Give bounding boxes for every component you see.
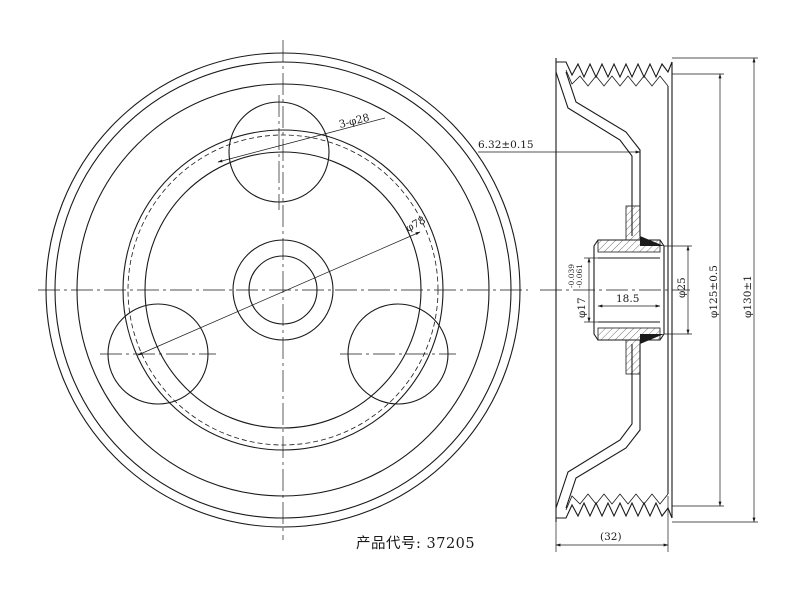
holes-dim-line xyxy=(217,131,333,163)
groove-dim-text: φ125±0.5 xyxy=(708,265,720,318)
hub-dia-dim-text: φ25 xyxy=(676,277,688,298)
upper-web-outer xyxy=(555,71,633,236)
hub-wedge-top xyxy=(640,236,664,246)
web-hatch-lower xyxy=(625,339,641,375)
product-code-label: 产品代号: xyxy=(356,536,422,552)
product-code-value: 37205 xyxy=(426,536,476,552)
offset-dim-text: 6.32±0.15 xyxy=(478,139,534,151)
bore-tol-upper: -0.039 xyxy=(567,264,576,288)
bottom-grooves-inner xyxy=(565,493,669,511)
bore-tol-lower: -0.061 xyxy=(575,264,584,288)
bore-dim-text: φ17 xyxy=(576,297,588,318)
width-dim-text: (32) xyxy=(600,531,622,543)
upper-web-inner xyxy=(565,71,641,236)
front-view: 3-φ28 φ78 xyxy=(38,40,528,540)
top-grooves-inner xyxy=(565,69,669,87)
product-code: 产品代号: 37205 xyxy=(356,532,475,553)
web-hatch-upper xyxy=(625,205,641,241)
lower-web-outer xyxy=(555,344,633,509)
hub-length-dim-text: 18.5 xyxy=(616,293,639,305)
holes-dim-leader xyxy=(331,117,386,133)
bottom-grooves xyxy=(556,501,673,519)
pcd-dim-text: φ78 xyxy=(404,214,428,234)
hub-wedge-bottom xyxy=(640,334,664,344)
outer-dim-text: φ130±1 xyxy=(742,275,754,318)
top-grooves xyxy=(556,61,673,79)
lower-web-inner xyxy=(565,344,641,509)
holes-dim-text: 3-φ28 xyxy=(338,112,371,131)
pcd-dim-line xyxy=(137,231,421,356)
section-view: 6.32±0.15 φ17 -0.039 -0.061 18.5 φ25 φ12… xyxy=(478,57,758,552)
